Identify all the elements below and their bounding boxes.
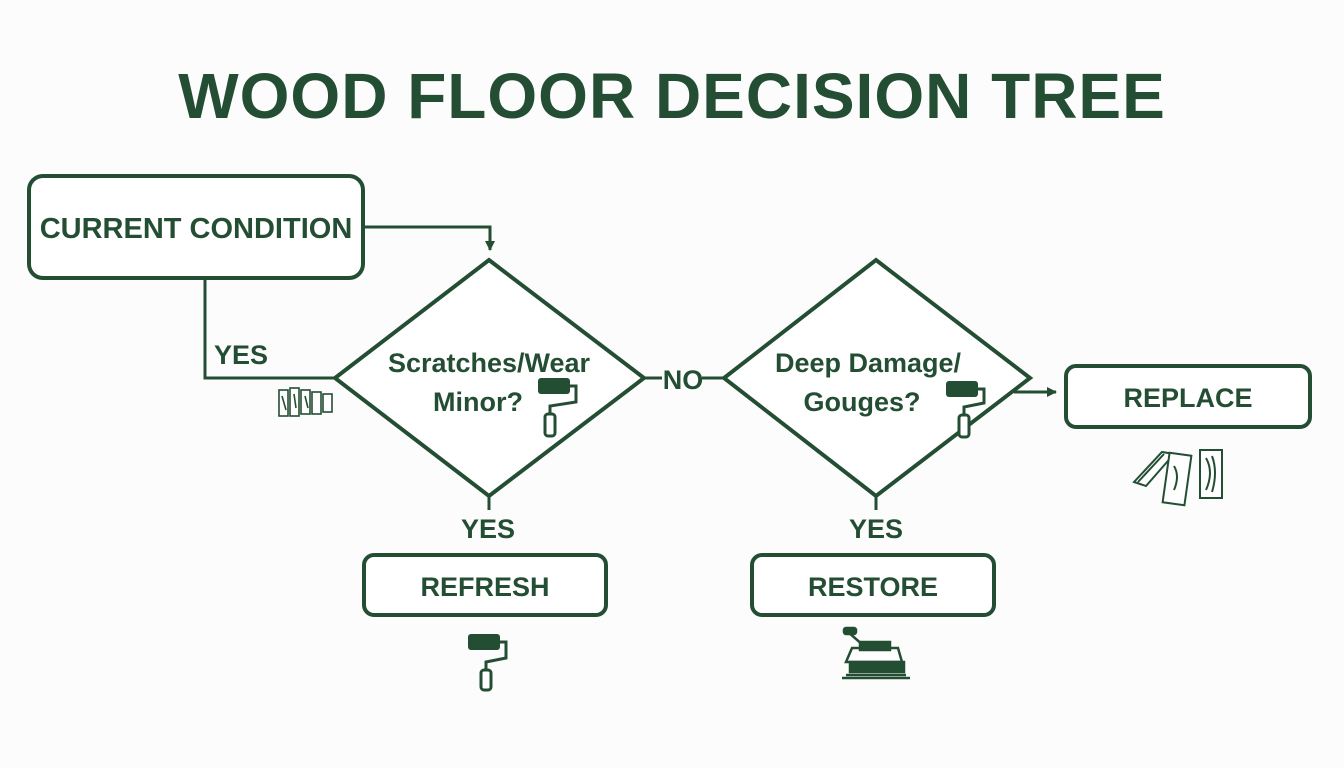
edge-label-q2-yes: YES (849, 514, 903, 544)
edge-start-to-q1 (363, 225, 495, 251)
node-refresh: REFRESH (362, 553, 608, 617)
paint-roller-icon (468, 634, 508, 692)
wood-planks-icon (1132, 449, 1223, 507)
question-scratches-line2: Minor? (433, 387, 523, 417)
node-restore: RESTORE (750, 553, 996, 617)
floor-sander-icon (842, 626, 910, 680)
node-current-condition: CURRENT CONDITION (27, 174, 365, 280)
edge-label-q1-no: NO (663, 365, 704, 395)
node-replace-label: REPLACE (1123, 383, 1252, 413)
node-current-condition-label: CURRENT CONDITION (40, 213, 353, 245)
page-title: WOOD FLOOR DECISION TREE (178, 60, 1166, 132)
edge-label-q1-yes: YES (461, 514, 515, 544)
question-deep-damage-line2: Gouges? (803, 387, 920, 417)
edge-label-start-yes: YES (214, 340, 268, 370)
paint-roller-icon (946, 381, 986, 439)
edge-start-yes-branch (203, 280, 335, 380)
node-restore-label: RESTORE (808, 572, 938, 602)
wood-planks-icon (278, 387, 333, 417)
node-replace: REPLACE (1064, 364, 1312, 429)
question-deep-damage-line1: Deep Damage/ (775, 348, 962, 378)
node-question-scratches: Scratches/Wear Minor? (331, 257, 648, 499)
paint-roller-icon (538, 378, 578, 438)
node-refresh-label: REFRESH (420, 572, 549, 602)
question-scratches-line1: Scratches/Wear (388, 348, 591, 378)
node-question-deep-damage: Deep Damage/ Gouges? (720, 257, 1034, 499)
